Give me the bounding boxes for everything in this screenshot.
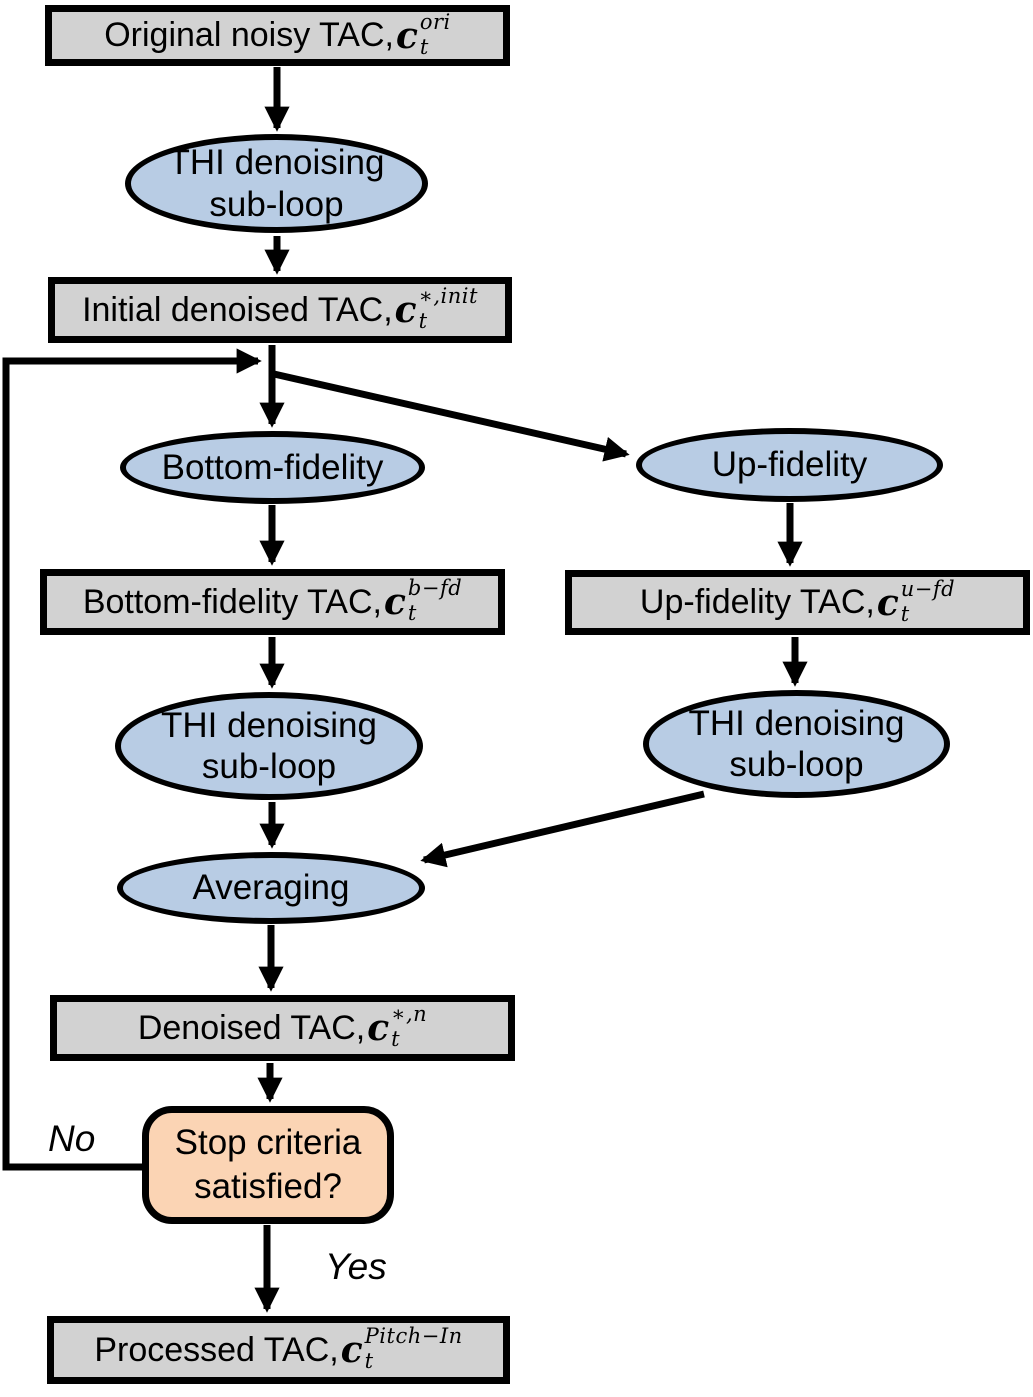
thi-right-line1: THI denoising bbox=[688, 703, 905, 743]
math-var-c: c bbox=[876, 581, 899, 624]
up-fidelity-ellipse: Up-fidelity bbox=[636, 428, 943, 502]
stop-criteria-node: Stop criteria satisfied? bbox=[142, 1106, 394, 1224]
math-sub: t bbox=[900, 601, 910, 626]
stop-line2: satisfied? bbox=[194, 1167, 342, 1206]
thi-left-line2: sub-loop bbox=[201, 747, 337, 786]
math-sub: t bbox=[407, 601, 417, 625]
math-sup: ∗,init bbox=[418, 284, 478, 308]
original-noisy-tac-label: Original noisy TAC, bbox=[104, 16, 394, 54]
math-sup: Pitch−In bbox=[364, 1324, 463, 1348]
math-var-c: c bbox=[367, 1007, 390, 1049]
math-sub: t bbox=[418, 309, 428, 333]
thi-top-line2: sub-loop bbox=[209, 184, 344, 224]
math-var-c: c bbox=[383, 581, 406, 623]
math-var-c: c bbox=[395, 14, 418, 57]
arrow-thi-right-to-averaging bbox=[420, 790, 705, 868]
up-fidelity-tac-label: Up-fidelity TAC, bbox=[639, 583, 875, 621]
bottom-fidelity-ellipse: Bottom-fidelity bbox=[120, 431, 425, 504]
math-var-c: c bbox=[340, 1329, 363, 1371]
averaging-label: Averaging bbox=[192, 868, 350, 908]
stop-line1: Stop criteria bbox=[174, 1123, 362, 1163]
thi-denoising-subloop-top-ellipse: THI denoising sub-loop bbox=[125, 134, 428, 233]
bottom-fidelity-label: Bottom-fidelity bbox=[161, 447, 384, 487]
averaging-ellipse: Averaging bbox=[117, 852, 425, 924]
math-var-c: c bbox=[394, 289, 417, 331]
thi-left-line1: THI denoising bbox=[161, 705, 377, 745]
math-sub: t bbox=[364, 1349, 374, 1373]
math-sup: ori bbox=[419, 9, 451, 34]
processed-tac-label: Processed TAC, bbox=[94, 1330, 339, 1369]
initial-denoised-tac-label: Initial denoised TAC, bbox=[82, 290, 393, 329]
math-sub: t bbox=[419, 34, 429, 59]
denoised-tac-label: Denoised TAC, bbox=[137, 1008, 366, 1047]
feedback-no-loop bbox=[2, 348, 262, 1171]
thi-right-line2: sub-loop bbox=[729, 745, 864, 784]
math-sup: ∗,n bbox=[391, 1002, 428, 1026]
up-fidelity-label: Up-fidelity bbox=[711, 445, 868, 485]
arrow-initial-to-up-fidelity bbox=[273, 370, 630, 462]
math-sup: b−fd bbox=[407, 576, 463, 600]
no-edge-label: No bbox=[48, 1118, 96, 1159]
math-sub: t bbox=[391, 1027, 401, 1051]
thi-top-line1: THI denoising bbox=[168, 143, 385, 183]
yes-edge-label: Yes bbox=[325, 1246, 387, 1287]
math-sup: u−fd bbox=[900, 576, 956, 601]
thi-denoising-subloop-right-ellipse: THI denoising sub-loop bbox=[643, 690, 950, 798]
thi-denoising-subloop-left-ellipse: THI denoising sub-loop bbox=[115, 692, 423, 800]
bottom-fidelity-tac-label: Bottom-fidelity TAC, bbox=[82, 582, 382, 621]
